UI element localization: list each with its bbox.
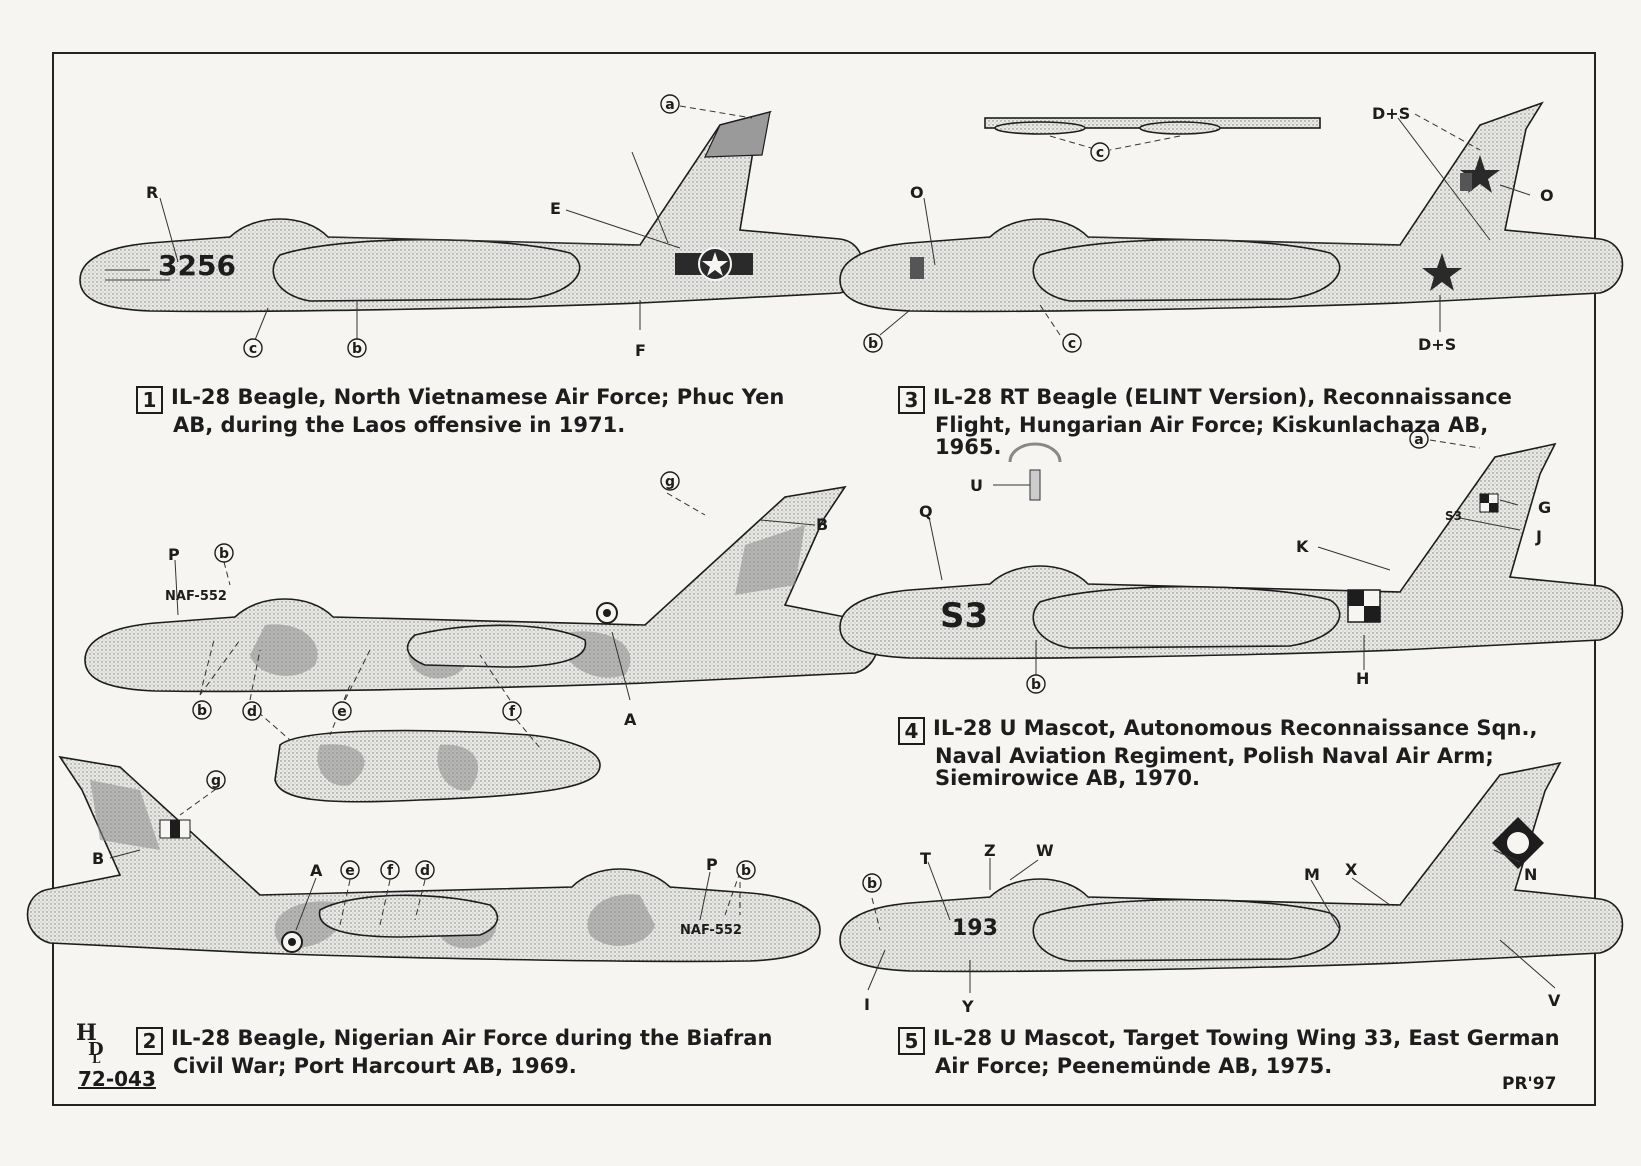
svg-text:D: D — [88, 1039, 104, 1060]
p2b-label-g: g — [211, 773, 221, 789]
profile-4-aircraft: S3 S3 — [839, 442, 1624, 660]
p1-label-E: E — [550, 199, 561, 218]
p2-wing-detail — [257, 684, 601, 803]
p5-label-Y: Y — [961, 997, 974, 1016]
p4-drogue-detail: U — [970, 442, 1062, 501]
p3-label-O-right: O — [1540, 186, 1554, 205]
p3-pod-detail: c — [984, 117, 1321, 162]
caption-2-line-1: IL-28 Beagle, Nigerian Air Force during … — [171, 1026, 773, 1050]
caption-5-line-1: IL-28 U Mascot, Target Towing Wing 33, E… — [933, 1026, 1560, 1050]
caption-5: 5 IL-28 U Mascot, Target Towing Wing 33, … — [898, 1027, 1560, 1077]
p2b-label-P: P — [706, 855, 718, 874]
p5-serial: 193 — [952, 916, 998, 941]
caption-3-line-1: IL-28 RT Beagle (ELINT Version), Reconna… — [933, 385, 1512, 409]
p5-label-M: M — [1304, 865, 1320, 884]
p4-label-K: K — [1296, 537, 1309, 556]
caption-1-number: 1 — [136, 386, 163, 414]
caption-3: 3 IL-28 RT Beagle (ELINT Version), Reconn… — [898, 386, 1512, 458]
artist-credit: PR'97 — [1502, 1074, 1557, 1094]
p1-label-c: c — [249, 341, 257, 357]
p4-serial: S3 — [940, 596, 988, 636]
caption-2-line-2: Civil War; Port Harcourt AB, 1969. — [173, 1054, 577, 1078]
p3-label-c-top: c — [1096, 145, 1104, 161]
p4-label-J: J — [1535, 527, 1542, 546]
caption-4-line-1: IL-28 U Mascot, Autonomous Reconnaissanc… — [933, 716, 1538, 740]
caption-1: 1 IL-28 Beagle, North Vietnamese Air Forc… — [136, 386, 784, 436]
p2-label-b-top: b — [219, 546, 229, 562]
p4-label-H: H — [1356, 669, 1369, 688]
caption-5-line-2: Air Force; Peenemünde AB, 1975. — [935, 1054, 1333, 1078]
p1-label-F: F — [635, 341, 646, 360]
p5-label-N: N — [1524, 865, 1537, 884]
p3-label-DS-top: D+S — [1372, 104, 1410, 123]
profile-5-aircraft: 193 — [839, 761, 1624, 973]
svg-text:L: L — [92, 1052, 101, 1066]
caption-1-line-2: AB, during the Laos offensive in 1971. — [173, 413, 626, 437]
p2-label-f: f — [509, 704, 516, 720]
p1-label-b: b — [352, 341, 362, 357]
p3-label-O-left: O — [910, 183, 924, 202]
caption-3-number: 3 — [898, 386, 925, 414]
p2b-label-B: B — [92, 849, 104, 868]
caption-1-line-1: IL-28 Beagle, North Vietnamese Air Force… — [171, 385, 785, 409]
p2-label-P: P — [168, 545, 180, 564]
product-code: 72-043 — [78, 1067, 156, 1091]
p2-label-g: g — [665, 474, 675, 490]
p2b-label-e: e — [345, 863, 355, 879]
caption-2-number: 2 — [136, 1027, 163, 1055]
svg-text:H: H — [76, 1020, 97, 1046]
p2-label-A: A — [624, 710, 637, 729]
p5-label-T: T — [920, 849, 931, 868]
p2-label-B: B — [816, 515, 828, 534]
p4-label-G: G — [1538, 498, 1551, 517]
caption-4-line-2: Naval Aviation Regiment, Polish Naval Ai… — [935, 744, 1494, 768]
p4-label-b: b — [1031, 677, 1041, 693]
p4-label-U: U — [970, 476, 983, 495]
caption-3-line-2: Flight, Hungarian Air Force; Kiskunlacha… — [935, 413, 1489, 437]
p5-label-V: V — [1548, 991, 1561, 1010]
p5-label-Z: Z — [984, 841, 996, 860]
profile-2b-aircraft — [26, 755, 821, 963]
p5-label-I: I — [864, 995, 870, 1014]
caption-3-line-3: 1965. — [935, 435, 1002, 459]
p1-label-R: R — [146, 183, 158, 202]
p5-label-X: X — [1345, 860, 1358, 879]
hdl-logo: H D L — [76, 1020, 104, 1066]
p2-serial: NAF-552 — [165, 589, 227, 604]
sheet-border — [52, 52, 1596, 1106]
p1-label-a: a — [665, 97, 674, 113]
p2-label-b-bottom: b — [197, 703, 207, 719]
p2b-label-A: A — [310, 861, 323, 880]
p3-label-c: c — [1068, 336, 1076, 352]
p2-label-d: d — [247, 704, 257, 720]
p4-label-a: a — [1414, 432, 1423, 448]
p2b-label-f: f — [387, 863, 394, 879]
p2-label-e: e — [337, 704, 347, 720]
profile-3-aircraft — [839, 101, 1624, 313]
p4-tail-code: S3 — [1445, 509, 1462, 523]
p2b-label-d: d — [420, 863, 430, 879]
p5-label-b: b — [867, 876, 877, 892]
caption-4: 4 IL-28 U Mascot, Autonomous Reconnaissan… — [898, 717, 1537, 789]
p3-label-b: b — [868, 336, 878, 352]
p3-label-DS-bottom: D+S — [1418, 335, 1456, 354]
caption-5-number: 5 — [898, 1027, 925, 1055]
p2b-serial: NAF-552 — [680, 923, 742, 938]
p2b-label-b: b — [741, 863, 751, 879]
profile-2-aircraft: NAF-552 — [84, 485, 879, 693]
caption-2: 2 IL-28 Beagle, Nigerian Air Force during… — [136, 1027, 772, 1077]
caption-4-line-3: Siemirowice AB, 1970. — [935, 766, 1201, 790]
caption-4-number: 4 — [898, 717, 925, 745]
p1-serial: 3256 — [158, 249, 236, 282]
p4-label-Q: Q — [919, 502, 933, 521]
profile-1-aircraft: 3256 — [79, 110, 864, 313]
p5-label-W: W — [1036, 841, 1054, 860]
